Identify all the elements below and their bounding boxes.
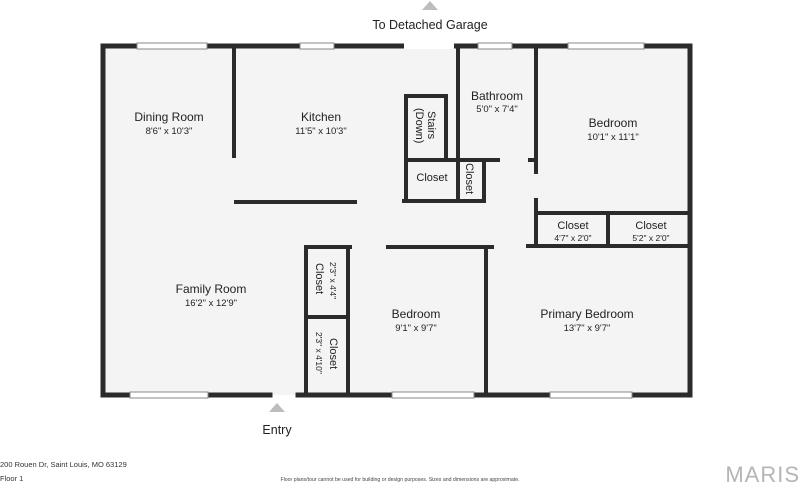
closet-a-dim: 4'7" x 2'0" xyxy=(554,233,591,243)
entry-label: Entry xyxy=(262,423,292,437)
stairs-sub: (Down) xyxy=(413,108,425,143)
kitchen-name: Kitchen xyxy=(301,110,341,124)
closet-b-dim: 5'2" x 2'0" xyxy=(632,233,669,243)
stairs-name: Stairs xyxy=(425,111,437,140)
closet-a-name: Closet xyxy=(557,220,588,232)
garage-label: To Detached Garage xyxy=(372,18,487,32)
dining-room-dim: 8'6" x 10'3" xyxy=(146,126,193,137)
floor-text: Floor 1 xyxy=(0,474,24,483)
dining-room-name: Dining Room xyxy=(134,110,203,124)
family-room-name: Family Room xyxy=(176,282,247,296)
bedroom-s-name: Bedroom xyxy=(392,307,441,321)
bedroom-ne-name: Bedroom xyxy=(589,116,638,130)
kitchen-dim: 11'5" x 10'3" xyxy=(295,126,346,137)
hall-closet-name: Closet xyxy=(416,172,447,184)
floor-area xyxy=(103,46,690,395)
bedroom-s-dim: 9'1" x 9'7" xyxy=(395,323,437,334)
windows xyxy=(129,42,645,399)
entry-marker xyxy=(269,403,285,412)
closet-b-name: Closet xyxy=(635,220,666,232)
bedroom-ne-dim: 10'1" x 11'1" xyxy=(587,132,638,143)
hall-closet2-name: Closet xyxy=(463,163,475,194)
garage-direction-marker xyxy=(422,1,438,10)
closet-v1-dim: 2'3" x 4'4" xyxy=(328,262,338,299)
family-room-dim: 16'2" x 12'9" xyxy=(185,298,237,309)
disclaimer-text: Floor plans/tour cannot be used for buil… xyxy=(280,477,520,483)
closet-v1-name: Closet xyxy=(313,263,325,294)
interior-walls xyxy=(232,46,690,395)
bathroom-dim: 5'0" x 7'4" xyxy=(476,104,518,115)
address-text: 200 Rouen Dr, Saint Louis, MO 63129 xyxy=(0,460,127,469)
closet-v2-name: Closet xyxy=(327,338,339,369)
closet-v2-dim: 2'3" x 4'10" xyxy=(314,332,324,374)
primary-bedroom-name: Primary Bedroom xyxy=(540,307,633,321)
primary-bedroom-dim: 13'7" x 9'7" xyxy=(564,323,611,334)
brand-watermark: MARIS xyxy=(725,462,800,487)
bathroom-name: Bathroom xyxy=(471,89,523,103)
